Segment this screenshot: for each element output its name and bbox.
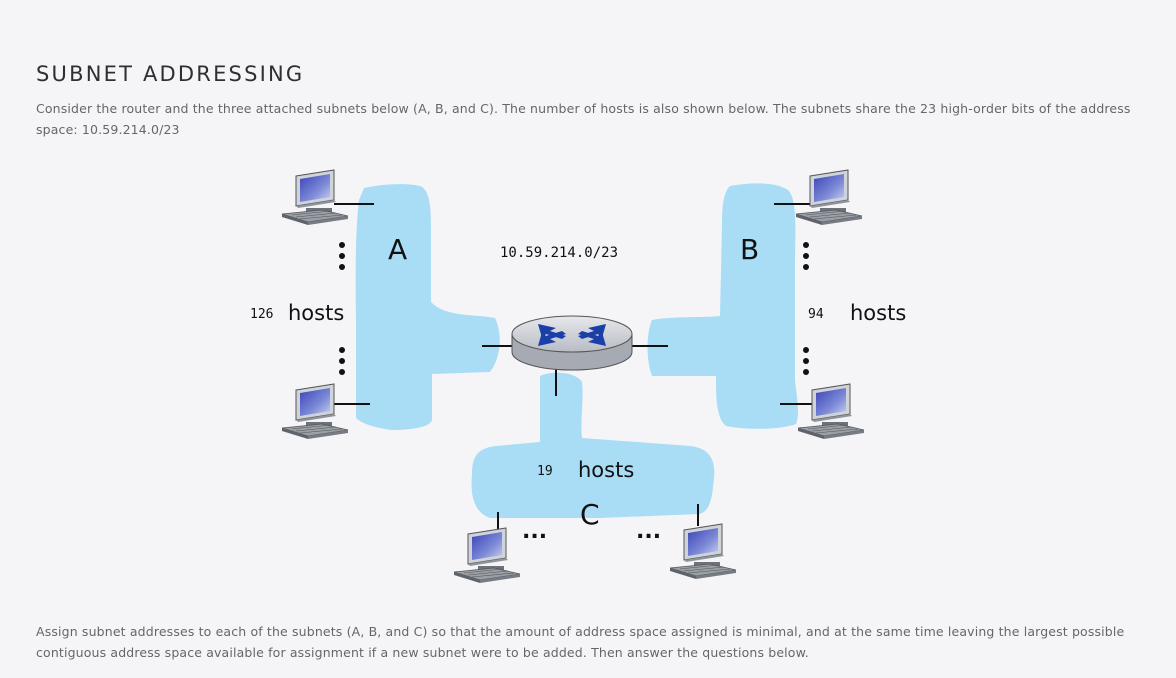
page-title: SUBNET ADDRESSING	[36, 62, 305, 86]
network-address-label: 10.59.214.0/23	[500, 245, 618, 261]
subnet-c-ellipsis-left: ...	[522, 519, 547, 544]
computer-icon	[669, 523, 737, 580]
computer-icon	[797, 383, 865, 440]
subnet-c-region	[471, 372, 715, 518]
subnet-c-host-count: 19	[537, 464, 553, 479]
subnet-a-region	[355, 184, 500, 430]
subnet-a-hosts-word: hosts	[288, 301, 344, 325]
subnet-b-host-count: 94	[808, 307, 824, 322]
subnet-c-ellipsis-right: ...	[636, 519, 661, 544]
computer-icon	[453, 527, 521, 584]
computer-icon	[795, 169, 863, 226]
computer-icon	[281, 169, 349, 226]
intro-paragraph: Consider the router and the three attach…	[36, 101, 1131, 137]
router-icon	[511, 315, 633, 371]
subnet-b-label: B	[740, 233, 759, 266]
subnet-a-host-count: 126	[250, 307, 273, 322]
computer-icon	[281, 383, 349, 440]
subnet-c-label: C	[580, 498, 600, 531]
subnet-c-hosts-word: hosts	[578, 458, 634, 482]
subnet-b-hosts-word: hosts	[850, 301, 906, 325]
subnet-a-label: A	[388, 233, 407, 266]
subnet-b-region	[647, 183, 798, 429]
vertical-ellipsis-icon	[339, 242, 809, 375]
instructions-paragraph: Assign subnet addresses to each of the s…	[36, 624, 1125, 660]
